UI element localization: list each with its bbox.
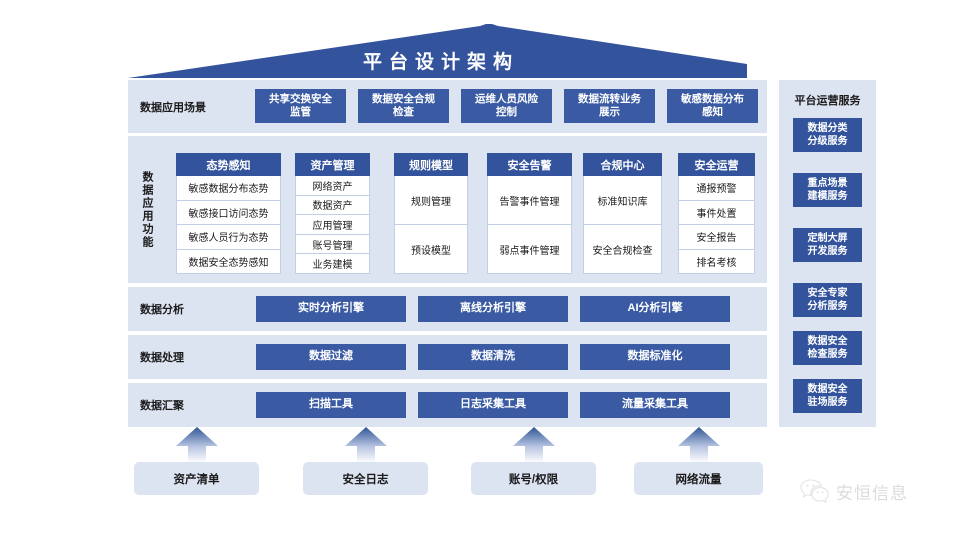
roof-shape: [128, 24, 747, 78]
function-column: 规则模型规则管理预设模型: [394, 153, 468, 274]
analysis-box[interactable]: 实时分析引擎: [256, 296, 406, 322]
processing-box[interactable]: 数据过滤: [256, 344, 406, 370]
function-item[interactable]: 排名考核: [696, 257, 737, 269]
function-column-body: 标准知识库安全合规检查: [583, 176, 662, 274]
function-item[interactable]: 敏感人员行为态势: [177, 225, 280, 250]
watermark: 安恒信息: [800, 478, 908, 504]
collection-row-label: 数据汇聚: [140, 400, 184, 412]
scenario-box[interactable]: 共享交换安全监管: [255, 89, 346, 123]
scenario-box[interactable]: 运维人员风险控制: [461, 89, 552, 123]
service-box[interactable]: 数据分类分级服务: [793, 118, 862, 152]
service-box[interactable]: 数据安全驻场服务: [793, 379, 862, 413]
analysis-row-label: 数据分析: [140, 304, 184, 316]
function-item[interactable]: 通报预警: [679, 176, 754, 201]
function-column-body: 敏感数据分布态势敏感接口访问态势敏感人员行为态势数据安全态势感知: [176, 176, 281, 274]
function-column-title: 规则模型: [394, 153, 468, 176]
function-column: 安全运营通报预警事件处置安全报告排名考核: [678, 153, 755, 274]
watermark-text: 安恒信息: [836, 483, 908, 503]
function-column-title: 资产管理: [295, 153, 370, 176]
scenario-box[interactable]: 数据安全合规检查: [358, 89, 449, 123]
scenario-row-label: 数据应用场景: [140, 101, 206, 114]
function-column-body: 规则管理预设模型: [394, 176, 468, 274]
source-box[interactable]: 网络流量: [634, 462, 763, 495]
function-column-body: 网络资产数据资产应用管理账号管理业务建模: [295, 176, 370, 274]
service-box[interactable]: 定制大屏开发服务: [793, 228, 862, 262]
function-item[interactable]: 事件处置: [679, 201, 754, 225]
function-column-title: 安全运营: [678, 153, 755, 176]
function-item[interactable]: 弱点事件管理: [499, 245, 560, 257]
wechat-icon: [800, 479, 829, 504]
source-box[interactable]: 账号/权限: [471, 462, 596, 495]
function-item[interactable]: 账号管理: [296, 235, 369, 255]
function-column: 态势感知敏感数据分布态势敏感接口访问态势敏感人员行为态势数据安全态势感知: [176, 153, 281, 274]
function-column-body: 通报预警事件处置安全报告排名考核: [678, 176, 755, 274]
function-item[interactable]: 网络资产: [296, 176, 369, 196]
function-item[interactable]: 业务建模: [312, 260, 353, 272]
function-item[interactable]: 安全合规检查: [592, 245, 653, 257]
roof-banner: 平台设计架构: [128, 22, 747, 78]
function-column: 安全告警告警事件管理弱点事件管理: [487, 153, 572, 274]
processing-box[interactable]: 数据标准化: [580, 344, 730, 370]
function-item[interactable]: 敏感接口访问态势: [177, 201, 280, 225]
flow-arrow: [344, 427, 387, 463]
function-item[interactable]: 规则管理: [395, 176, 467, 225]
function-item[interactable]: 数据安全态势感知: [188, 257, 269, 269]
analysis-box[interactable]: 离线分析引擎: [418, 296, 568, 322]
services-panel-title: 平台运营服务: [794, 95, 861, 107]
function-item[interactable]: 标准知识库: [584, 176, 661, 225]
function-column: 合规中心标准知识库安全合规检查: [583, 153, 662, 274]
analysis-box[interactable]: AI分析引擎: [580, 296, 730, 322]
function-column-title: 态势感知: [176, 153, 281, 176]
flow-arrow: [677, 427, 720, 463]
function-row-label: 数据应用功能: [141, 171, 153, 249]
function-item[interactable]: 敏感数据分布态势: [177, 176, 280, 201]
function-column-title: 合规中心: [583, 153, 662, 176]
processing-row-label: 数据处理: [140, 352, 184, 364]
function-item[interactable]: 预设模型: [411, 245, 451, 257]
function-column: 资产管理网络资产数据资产应用管理账号管理业务建模: [295, 153, 370, 274]
function-item[interactable]: 应用管理: [296, 215, 369, 235]
service-box[interactable]: 数据安全检查服务: [793, 331, 862, 365]
flow-arrow: [512, 427, 555, 463]
service-box[interactable]: 重点场景建模服务: [793, 173, 862, 207]
function-item[interactable]: 告警事件管理: [488, 176, 571, 225]
service-box[interactable]: 安全专家分析服务: [793, 283, 862, 317]
source-box[interactable]: 安全日志: [303, 462, 428, 495]
function-item[interactable]: 安全报告: [679, 225, 754, 250]
collection-box[interactable]: 流量采集工具: [580, 392, 730, 418]
function-item[interactable]: 数据资产: [296, 196, 369, 216]
processing-box[interactable]: 数据清洗: [418, 344, 568, 370]
collection-box[interactable]: 日志采集工具: [418, 392, 568, 418]
source-box[interactable]: 资产清单: [134, 462, 259, 495]
function-column-body: 告警事件管理弱点事件管理: [487, 176, 572, 274]
scenario-box[interactable]: 敏感数据分布感知: [667, 89, 758, 123]
scenario-box[interactable]: 数据流转业务展示: [564, 89, 655, 123]
page-title: 平台设计架构: [362, 52, 519, 73]
function-column-title: 安全告警: [487, 153, 572, 176]
collection-box[interactable]: 扫描工具: [256, 392, 406, 418]
flow-arrow: [175, 427, 218, 463]
